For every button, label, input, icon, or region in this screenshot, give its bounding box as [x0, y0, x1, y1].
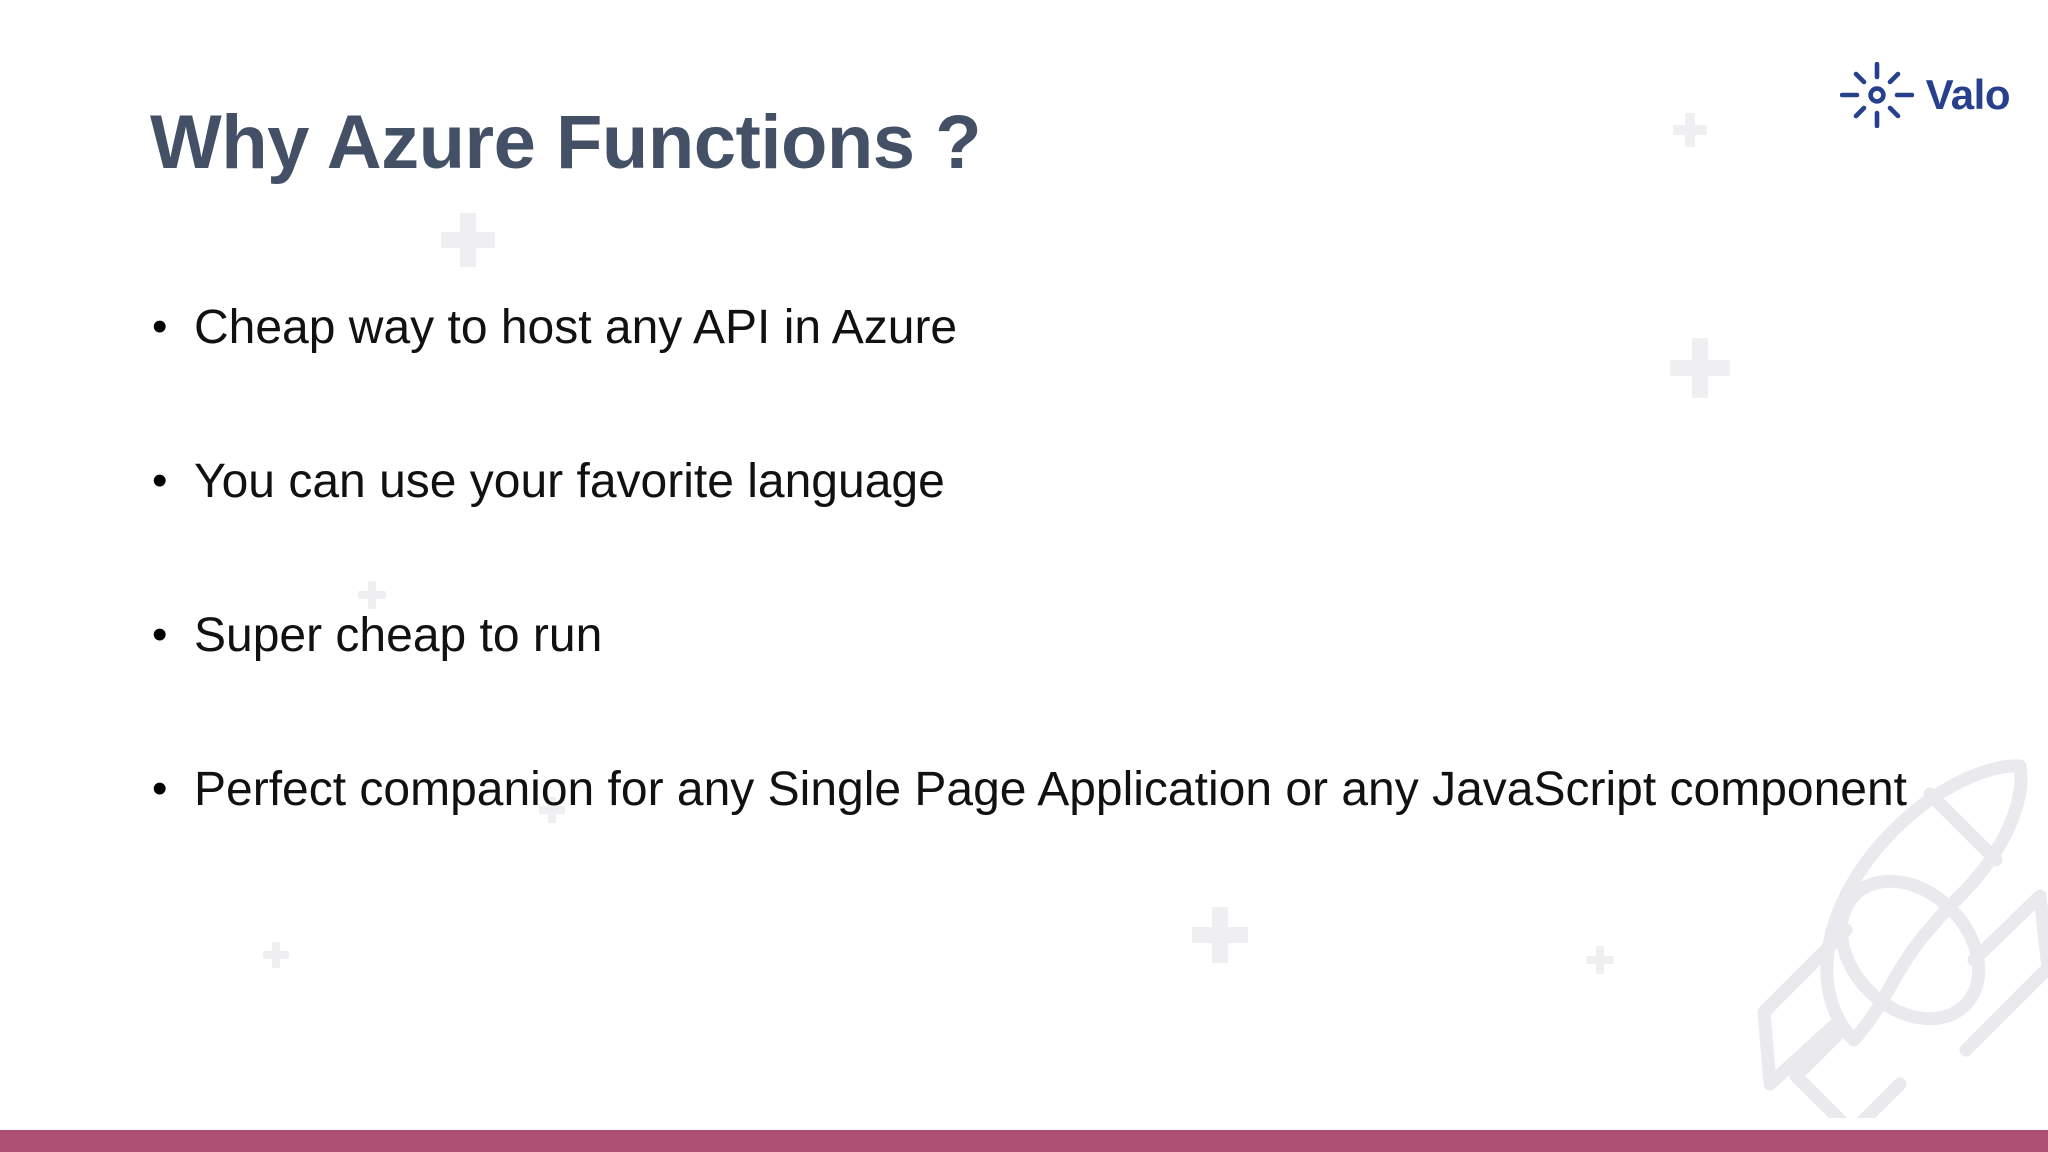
list-item: • Perfect companion for any Single Page A…: [152, 758, 1912, 822]
bottom-accent-bar: [0, 1130, 2048, 1152]
decorative-plus-icon: [1586, 946, 1614, 974]
decorative-plus-icon: [441, 213, 495, 267]
bullet-marker-icon: •: [152, 764, 168, 813]
bullet-marker-icon: •: [152, 456, 168, 505]
bullet-marker-icon: •: [152, 610, 168, 659]
list-item: • Super cheap to run: [152, 604, 1912, 668]
list-item-text: Cheap way to host any API in Azure: [194, 301, 958, 354]
valo-logo[interactable]: Valo: [1839, 62, 2011, 128]
decorative-plus-icon: [1192, 907, 1248, 963]
bullet-marker-icon: •: [152, 302, 168, 351]
sun-burst-icon: [1839, 62, 1914, 128]
list-item: • Cheap way to host any API in Azure: [152, 296, 1912, 360]
list-item-text: Perfect companion for any Single Page Ap…: [194, 763, 1907, 816]
bullet-list: • Cheap way to host any API in Azure • You …: [152, 296, 1912, 822]
decorative-plus-icon: [1673, 113, 1707, 147]
page-title: Why Azure Functions ?: [150, 99, 982, 185]
logo-wordmark: Valo: [1925, 71, 2011, 118]
list-item-text: Super cheap to run: [194, 609, 603, 662]
list-item-text: You can use your favorite language: [194, 455, 945, 508]
decorative-plus-icon: [263, 942, 289, 968]
list-item: • You can use your favorite language: [152, 450, 1912, 514]
